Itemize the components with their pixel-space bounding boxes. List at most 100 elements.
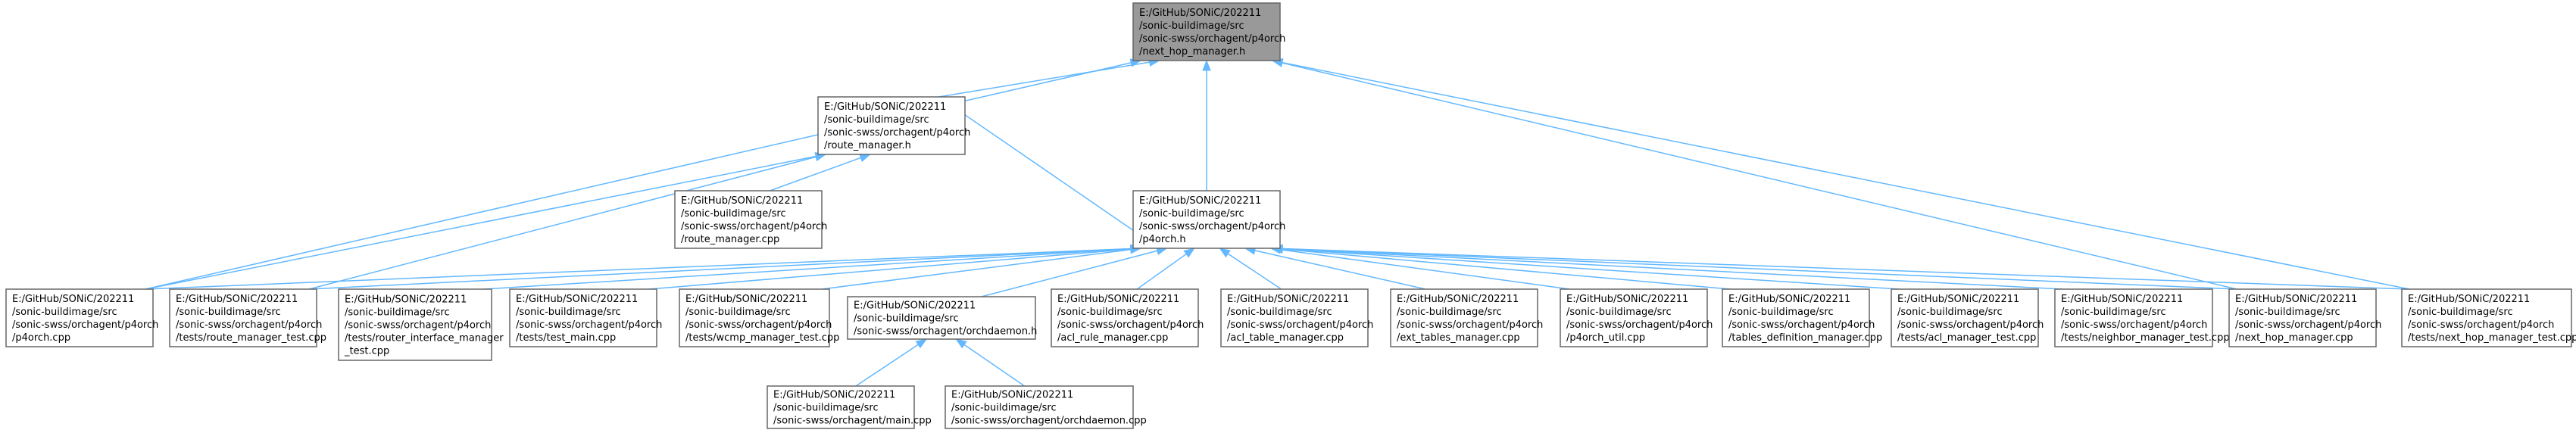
node-label-line: /acl_table_manager.cpp (1227, 332, 1344, 344)
node-label-line: E:/GitHub/SONiC/202211 (516, 294, 638, 305)
node-label-line: /route_manager.cpp (681, 234, 779, 245)
node-label-line: /sonic-swss/orchagent/p4orch (1139, 221, 1285, 232)
node-label-line: /route_manager.h (824, 140, 911, 151)
node-route-manager-test[interactable]: E:/GitHub/SONiC/202211/sonic-buildimage/… (169, 288, 326, 347)
node-label-line: E:/GitHub/SONiC/202211 (773, 390, 895, 401)
edge-line (308, 156, 817, 290)
node-label-line: /sonic-buildimage/src (685, 307, 791, 318)
node-label-line: E:/GitHub/SONiC/202211 (2408, 294, 2530, 305)
node-label-line: /sonic-swss/orchagent/p4orch (1227, 319, 1373, 331)
node-label-line: /sonic-swss/orchagent/p4orch (2408, 319, 2554, 331)
node-label-line: /sonic-buildimage/src (1139, 208, 1244, 220)
node-label-line: E:/GitHub/SONiC/202211 (854, 301, 976, 312)
node-p4orch-cpp[interactable]: E:/GitHub/SONiC/202211/sonic-buildimage/… (5, 288, 158, 347)
node-acl-table-manager[interactable]: E:/GitHub/SONiC/202211/sonic-buildimage/… (1220, 288, 1373, 347)
node-label-line: E:/GitHub/SONiC/202211 (1227, 294, 1349, 305)
edge-arrowhead (915, 338, 928, 349)
node-wcmp-manager-test[interactable]: E:/GitHub/SONiC/202211/sonic-buildimage/… (679, 288, 839, 347)
edges-layer (145, 58, 2410, 387)
edge-line (1282, 248, 2237, 290)
node-label-line: E:/GitHub/SONiC/202211 (685, 294, 807, 305)
node-label-line: /next_hop_manager.cpp (2235, 332, 2353, 344)
node-label-line: /sonic-buildimage/src (1139, 20, 1244, 32)
node-label-line: /sonic-buildimage/src (176, 307, 281, 318)
edge-router_interface_manager_test-to-p4orch_h (483, 244, 1142, 290)
node-label-line: E:/GitHub/SONiC/202211 (951, 390, 1073, 401)
node-label-line: /sonic-buildimage/src (1057, 307, 1163, 318)
node-main-cpp[interactable]: E:/GitHub/SONiC/202211/sonic-buildimage/… (767, 385, 932, 429)
node-next-hop-manager-cpp[interactable]: E:/GitHub/SONiC/202211/sonic-buildimage/… (2228, 288, 2381, 347)
node-label-line: E:/GitHub/SONiC/202211 (2061, 294, 2183, 305)
node-label-line: _test.cpp (344, 346, 389, 357)
node-label-line: /sonic-swss/orchagent/p4orch (516, 319, 662, 331)
node-label-line: /sonic-buildimage/src (1728, 307, 1834, 318)
edge-route_manager_test-to-route_manager_h (308, 152, 827, 290)
node-tables-definition-manager[interactable]: E:/GitHub/SONiC/202211/sonic-buildimage/… (1722, 288, 1882, 347)
node-label-line: /tests/next_hop_manager_test.cpp (2408, 332, 2576, 344)
node-label-line: /sonic-buildimage/src (773, 403, 879, 414)
node-label-line: /sonic-swss/orchagent/orchdaemon.cpp (951, 416, 1147, 427)
node-label-line: /p4orch.h (1139, 234, 1186, 245)
node-route-manager-cpp[interactable]: E:/GitHub/SONiC/202211/sonic-buildimage/… (674, 190, 827, 249)
node-label-line: /p4orch_util.cpp (1566, 332, 1645, 344)
edge-line (770, 157, 861, 192)
node-label-line: E:/GitHub/SONiC/202211 (1057, 294, 1179, 305)
node-label-line: E:/GitHub/SONiC/202211 (176, 294, 298, 305)
node-label-line: /tables_definition_manager.cpp (1728, 332, 1882, 344)
node-label-line: /sonic-swss/orchagent/p4orch (1397, 319, 1543, 331)
edge-arrowhead (1183, 248, 1195, 258)
node-neighbor-manager-test[interactable]: E:/GitHub/SONiC/202211/sonic-buildimage/… (2054, 288, 2230, 347)
node-box (1220, 288, 1369, 347)
node-label-line: E:/GitHub/SONiC/202211 (1897, 294, 2019, 305)
node-box (2401, 288, 2572, 347)
node-label-line: /sonic-swss/orchagent/p4orch (176, 319, 322, 331)
node-router-interface-manager-test[interactable]: E:/GitHub/SONiC/202211/sonic-buildimage/… (338, 288, 504, 361)
node-label-line: /sonic-swss/orchagent/p4orch (1728, 319, 1875, 331)
node-label-line: E:/GitHub/SONiC/202211 (1397, 294, 1519, 305)
node-label-line: /sonic-buildimage/src (681, 208, 786, 220)
node-p4orch-h[interactable]: E:/GitHub/SONiC/202211/sonic-buildimage/… (1132, 190, 1285, 249)
edge-line (1282, 248, 2410, 290)
node-route-manager-h[interactable]: E:/GitHub/SONiC/202211/sonic-buildimage/… (817, 96, 970, 155)
edge-line (855, 344, 919, 387)
node-label-line: /next_hop_manager.h (1139, 46, 1245, 58)
node-next-hop-manager-test[interactable]: E:/GitHub/SONiC/202211/sonic-buildimage/… (2401, 288, 2576, 347)
node-label-line: E:/GitHub/SONiC/202211 (1728, 294, 1850, 305)
edge-main_cpp-to-orchdaemon_h (855, 338, 928, 387)
node-label-line: /tests/wcmp_manager_test.cpp (685, 332, 839, 344)
node-box (1722, 288, 1870, 347)
node-label-line: /sonic-swss/orchagent/main.cpp (773, 416, 932, 427)
node-label-line: /sonic-buildimage/src (951, 403, 1057, 414)
node-box (767, 385, 915, 429)
node-acl-manager-test[interactable]: E:/GitHub/SONiC/202211/sonic-buildimage/… (1891, 288, 2044, 347)
node-ext-tables-manager[interactable]: E:/GitHub/SONiC/202211/sonic-buildimage/… (1390, 288, 1543, 347)
edge-line (1280, 249, 1570, 290)
node-label-line: /sonic-buildimage/src (12, 307, 117, 318)
edge-arrowhead (1202, 59, 1211, 71)
node-label-line: /sonic-swss/orchagent/p4orch (1566, 319, 1713, 331)
node-orchdaemon-cpp[interactable]: E:/GitHub/SONiC/202211/sonic-buildimage/… (945, 385, 1147, 429)
node-test-main[interactable]: E:/GitHub/SONiC/202211/sonic-buildimage/… (509, 288, 662, 347)
node-box (817, 96, 966, 155)
node-next-hop-manager-h[interactable]: E:/GitHub/SONiC/202211/sonic-buildimage/… (1132, 2, 1285, 61)
node-box (679, 288, 830, 347)
edge-p4orch_h-to-next_hop_manager_h (1202, 59, 1211, 191)
node-box (1051, 288, 1199, 347)
node-label-line: E:/GitHub/SONiC/202211 (824, 101, 946, 113)
node-orchdaemon-h[interactable]: E:/GitHub/SONiC/202211/sonic-buildimage/… (847, 296, 1037, 340)
node-label-line: /sonic-swss/orchagent/p4orch (1057, 319, 1204, 331)
node-p4orch-util[interactable]: E:/GitHub/SONiC/202211/sonic-buildimage/… (1560, 288, 1713, 347)
node-box (1560, 288, 1708, 347)
node-box (509, 288, 657, 347)
node-box (674, 190, 823, 249)
node-label-line: /sonic-buildimage/src (2235, 307, 2340, 318)
node-acl-rule-manager[interactable]: E:/GitHub/SONiC/202211/sonic-buildimage/… (1051, 288, 1204, 347)
edge-line (145, 248, 1132, 290)
node-label-line: /sonic-buildimage/src (1227, 307, 1332, 318)
edge-line (1227, 253, 1282, 290)
node-label-line: /tests/route_manager_test.cpp (176, 332, 326, 344)
node-label-line: /p4orch.cpp (12, 332, 70, 344)
node-box (1891, 288, 2039, 347)
edge-next_hop_manager_test-to-p4orch_h (1271, 244, 2410, 290)
